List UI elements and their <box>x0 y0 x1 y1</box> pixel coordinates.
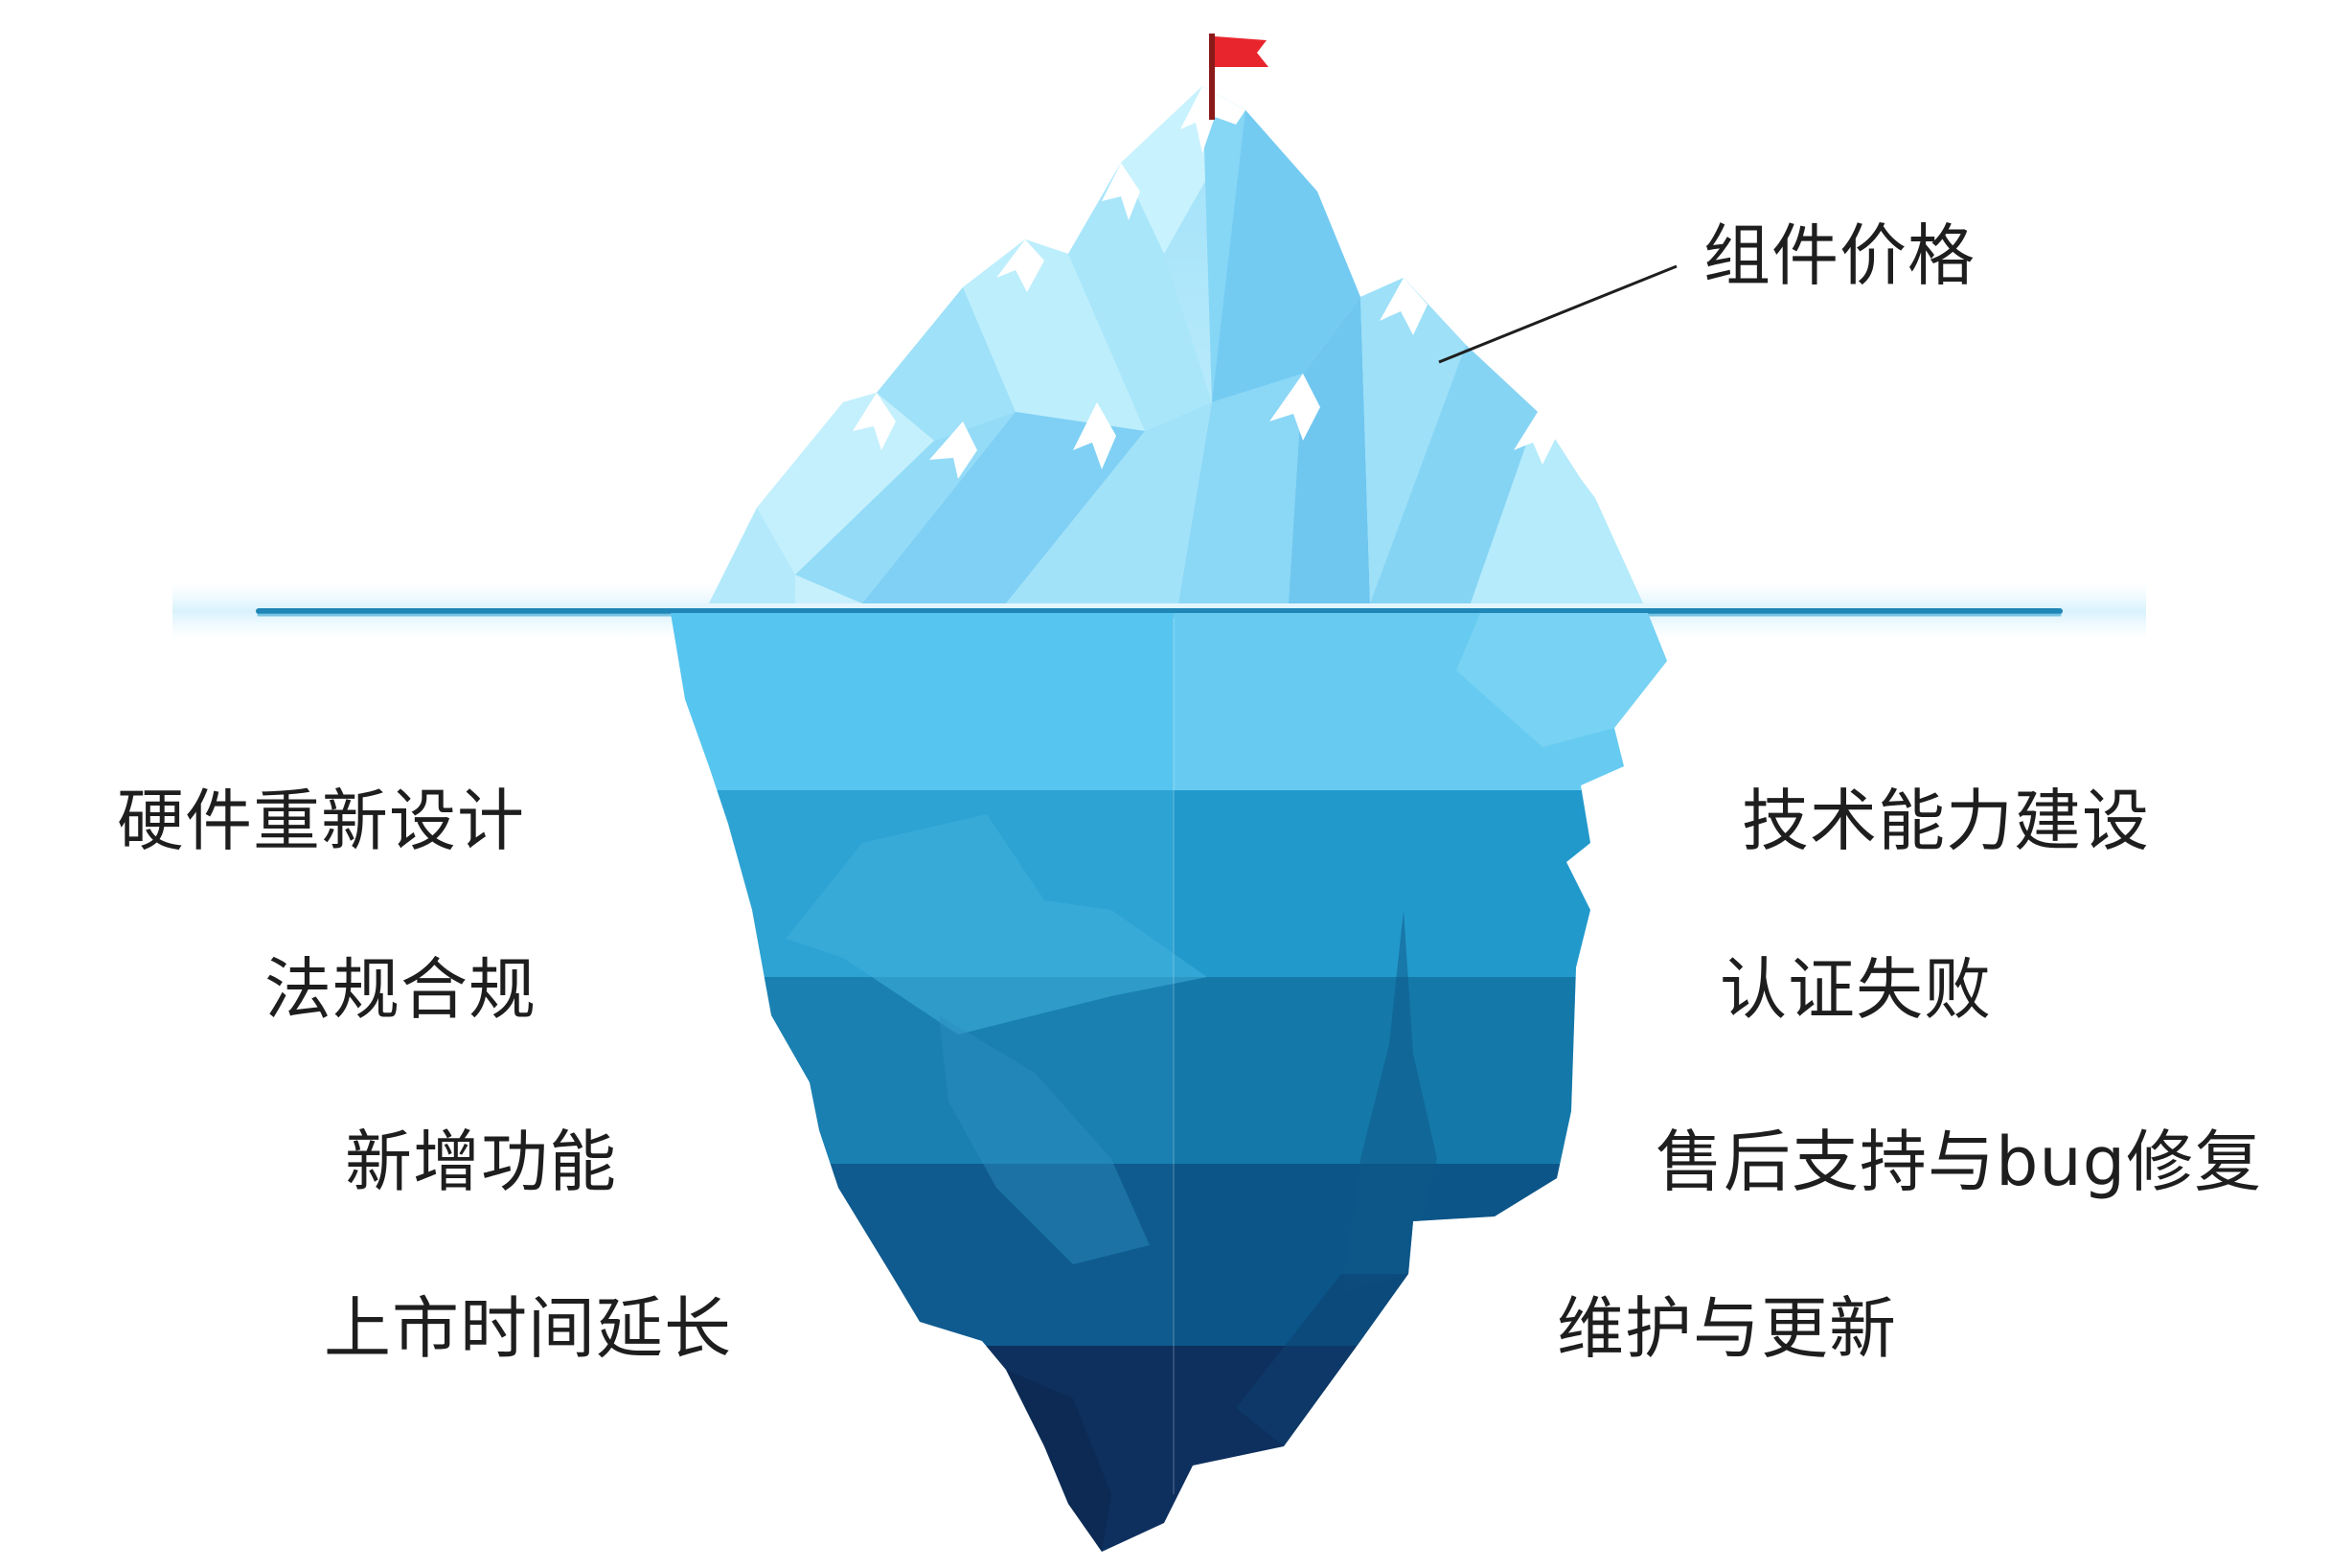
iceberg-underwater <box>671 613 1667 1552</box>
iceberg-tip <box>709 86 1643 603</box>
depth-band-3 <box>671 977 1667 1164</box>
left-label-3: 新增功能 <box>345 1123 617 1201</box>
right-label-4: 维护与更新 <box>1557 1289 1897 1368</box>
tip-leader-line <box>1438 264 1678 364</box>
depth-band-1 <box>671 613 1667 790</box>
left-label-4: 上市时间延长 <box>324 1289 732 1368</box>
right-label-1: 技术能力建设 <box>1742 782 2150 860</box>
left-label-1: 硬件重新设计 <box>117 782 525 860</box>
tip-label: 组件价格 <box>1703 216 1976 295</box>
right-label-3: 售后支持与bug修复 <box>1656 1123 2263 1201</box>
flag-icon <box>1209 34 1268 120</box>
right-label-2: 认证失败 <box>1720 950 1992 1029</box>
left-label-2: 法规合规 <box>264 950 537 1029</box>
